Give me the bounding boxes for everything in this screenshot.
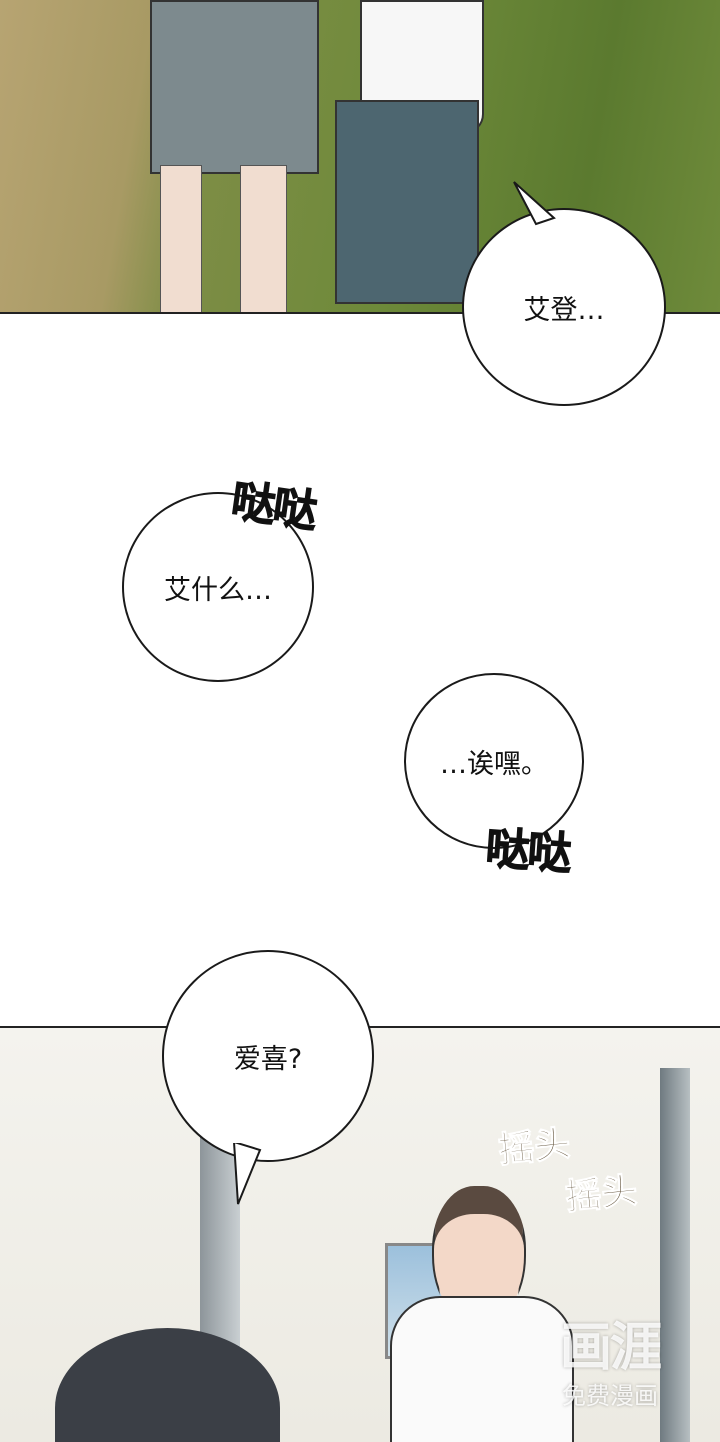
watermark-tagline: 免费漫画	[562, 1382, 658, 1410]
sfx-head-shake-1: 摇头	[496, 1123, 573, 1172]
character-shirt	[390, 1296, 574, 1442]
bubble-text: 艾什么…	[164, 574, 272, 606]
leg	[160, 165, 202, 312]
character-legs-left	[150, 0, 319, 174]
speech-bubble-2: 艾什么…	[122, 492, 314, 682]
bubble-text: 爱喜?	[233, 1043, 303, 1075]
speech-bubble-3: …诶嘿。	[404, 673, 584, 849]
leg	[240, 165, 287, 312]
bubble-text: 艾登…	[523, 294, 605, 326]
sfx-footsteps-1: 哒哒	[228, 475, 319, 538]
bubble-tail	[513, 181, 556, 226]
bubble-text: …诶嘿。	[440, 748, 548, 780]
sfx-footsteps-2: 哒哒	[484, 823, 572, 881]
panel-park-scene	[0, 0, 720, 314]
watermark: 画涯 免费漫画	[560, 1318, 662, 1411]
foreground-head	[55, 1328, 280, 1442]
watermark-logo: 画涯	[560, 1318, 662, 1378]
character-shorts-right	[335, 100, 479, 304]
bubble-tail	[232, 1140, 262, 1205]
sfx-head-shake-2: 摇头	[563, 1170, 640, 1219]
doorframe	[660, 1068, 690, 1442]
speech-bubble-1: 艾登…	[462, 208, 666, 406]
speech-bubble-4: 爱喜?	[162, 950, 374, 1162]
